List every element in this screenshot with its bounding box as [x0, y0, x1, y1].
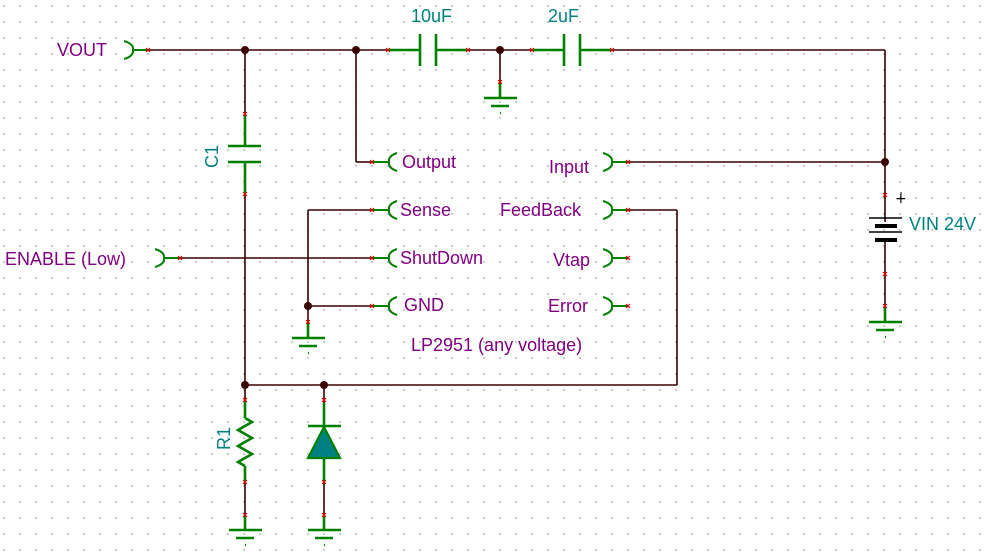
junction-dot: [241, 381, 249, 389]
pin-end-marker: [242, 397, 248, 403]
ground-symbol-r1: [229, 515, 262, 547]
pin-connector-icon: [387, 200, 398, 220]
port-vout-label: VOUT: [57, 40, 107, 60]
capacitor-2uf[interactable]: 2uF: [532, 6, 612, 66]
pin-end-marker: [385, 47, 391, 53]
ground-symbol-mid: [484, 82, 517, 115]
junction-dot: [496, 46, 504, 54]
pin-end-marker: [177, 255, 183, 261]
junction-dot: [304, 302, 312, 310]
pin-end-marker: [609, 47, 615, 53]
junction-dot: [241, 46, 249, 54]
capacitor-10uf[interactable]: 10uF: [388, 6, 468, 66]
wires: [148, 49, 886, 515]
diode-zener[interactable]: [306, 403, 342, 482]
ic-pin-output[interactable]: Output: [372, 152, 456, 172]
capacitor-2uf-value: 2uF: [548, 6, 579, 26]
pin-end-marker: [369, 255, 375, 261]
ic-pin-vtap[interactable]: Vtap: [553, 248, 628, 270]
capacitor-10uf-value: 10uF: [411, 6, 452, 26]
ground-symbol-diode: [308, 515, 341, 547]
pin-end-marker: [321, 397, 327, 403]
ic-pin-shutdown-label: ShutDown: [400, 248, 483, 268]
junctions: [241, 46, 889, 389]
pin-end-marker: [369, 207, 375, 213]
pin-connector-icon: [387, 296, 398, 316]
ic-lp2951[interactable]: Output Sense ShutDown GND Input FeedBack: [372, 152, 628, 355]
port-connector-icon: [154, 248, 166, 268]
pin-connector-icon: [602, 152, 614, 172]
pin-end-marker: [882, 303, 888, 309]
pin-end-marker: [242, 191, 248, 197]
pin-end-marker: [242, 479, 248, 485]
diode-triangle-icon: [306, 424, 342, 460]
ic-pin-gnd[interactable]: GND: [372, 295, 444, 316]
pin-end-marker: [882, 192, 888, 198]
pin-end-marker: [145, 47, 151, 53]
ground-symbol-battery: [869, 306, 902, 339]
pin-connector-icon: [602, 248, 614, 268]
ic-pin-output-label: Output: [402, 152, 456, 172]
battery-cell-icon: [875, 224, 897, 228]
capacitor-c1[interactable]: C1: [202, 114, 261, 194]
port-vout[interactable]: VOUT: [57, 40, 148, 60]
ic-pin-feedback[interactable]: FeedBack: [500, 200, 628, 220]
pin-end-marker: [625, 303, 631, 309]
ic-pin-sense-label: Sense: [400, 200, 451, 220]
pin-connector-icon: [602, 296, 614, 316]
pin-end-marker: [369, 159, 375, 165]
ground-symbol-ic: [292, 322, 325, 355]
port-enable-label: ENABLE (Low): [5, 249, 126, 269]
pin-end-marker: [625, 159, 631, 165]
pin-end-marker: [465, 47, 471, 53]
pin-connector-icon: [387, 248, 398, 268]
battery-label: VIN 24V: [909, 214, 976, 234]
ic-part-name: LP2951 (any voltage): [411, 335, 582, 355]
pin-end-marker: [625, 207, 631, 213]
pin-end-marker: [321, 479, 327, 485]
pin-end-marker: [625, 255, 631, 261]
pin-end-marker: [242, 111, 248, 117]
port-connector-icon: [123, 40, 135, 60]
resistor-r1[interactable]: R1: [214, 400, 255, 482]
ic-pin-input-label: Input: [549, 157, 589, 177]
resistor-r1-label: R1: [214, 427, 234, 450]
pin-connector-icon: [602, 200, 614, 220]
ic-pin-error-label: Error: [548, 296, 588, 316]
junction-dot: [352, 46, 360, 54]
port-enable[interactable]: ENABLE (Low): [5, 248, 180, 269]
ic-pin-shutdown[interactable]: ShutDown: [372, 248, 483, 268]
pin-end-marker: [369, 303, 375, 309]
pin-markers: [145, 47, 888, 518]
ic-pin-feedback-label: FeedBack: [500, 200, 582, 220]
pin-connector-icon: [387, 152, 398, 172]
capacitor-c1-label: C1: [202, 145, 222, 168]
resistor-zigzag-icon: [235, 416, 255, 468]
pin-end-marker: [529, 47, 535, 53]
ic-pin-input[interactable]: Input: [549, 152, 628, 177]
pin-end-marker: [242, 512, 248, 518]
ic-pin-gnd-label: GND: [404, 295, 444, 315]
pin-end-marker: [497, 79, 503, 85]
ic-pin-error[interactable]: Error: [548, 296, 628, 316]
pin-end-marker: [321, 512, 327, 518]
pin-end-marker: [305, 319, 311, 325]
pin-end-marker: [882, 271, 888, 277]
ic-pin-sense[interactable]: Sense: [372, 200, 451, 220]
junction-dot: [320, 381, 328, 389]
junction-dot: [881, 158, 889, 166]
ic-pin-vtap-label: Vtap: [553, 250, 590, 270]
